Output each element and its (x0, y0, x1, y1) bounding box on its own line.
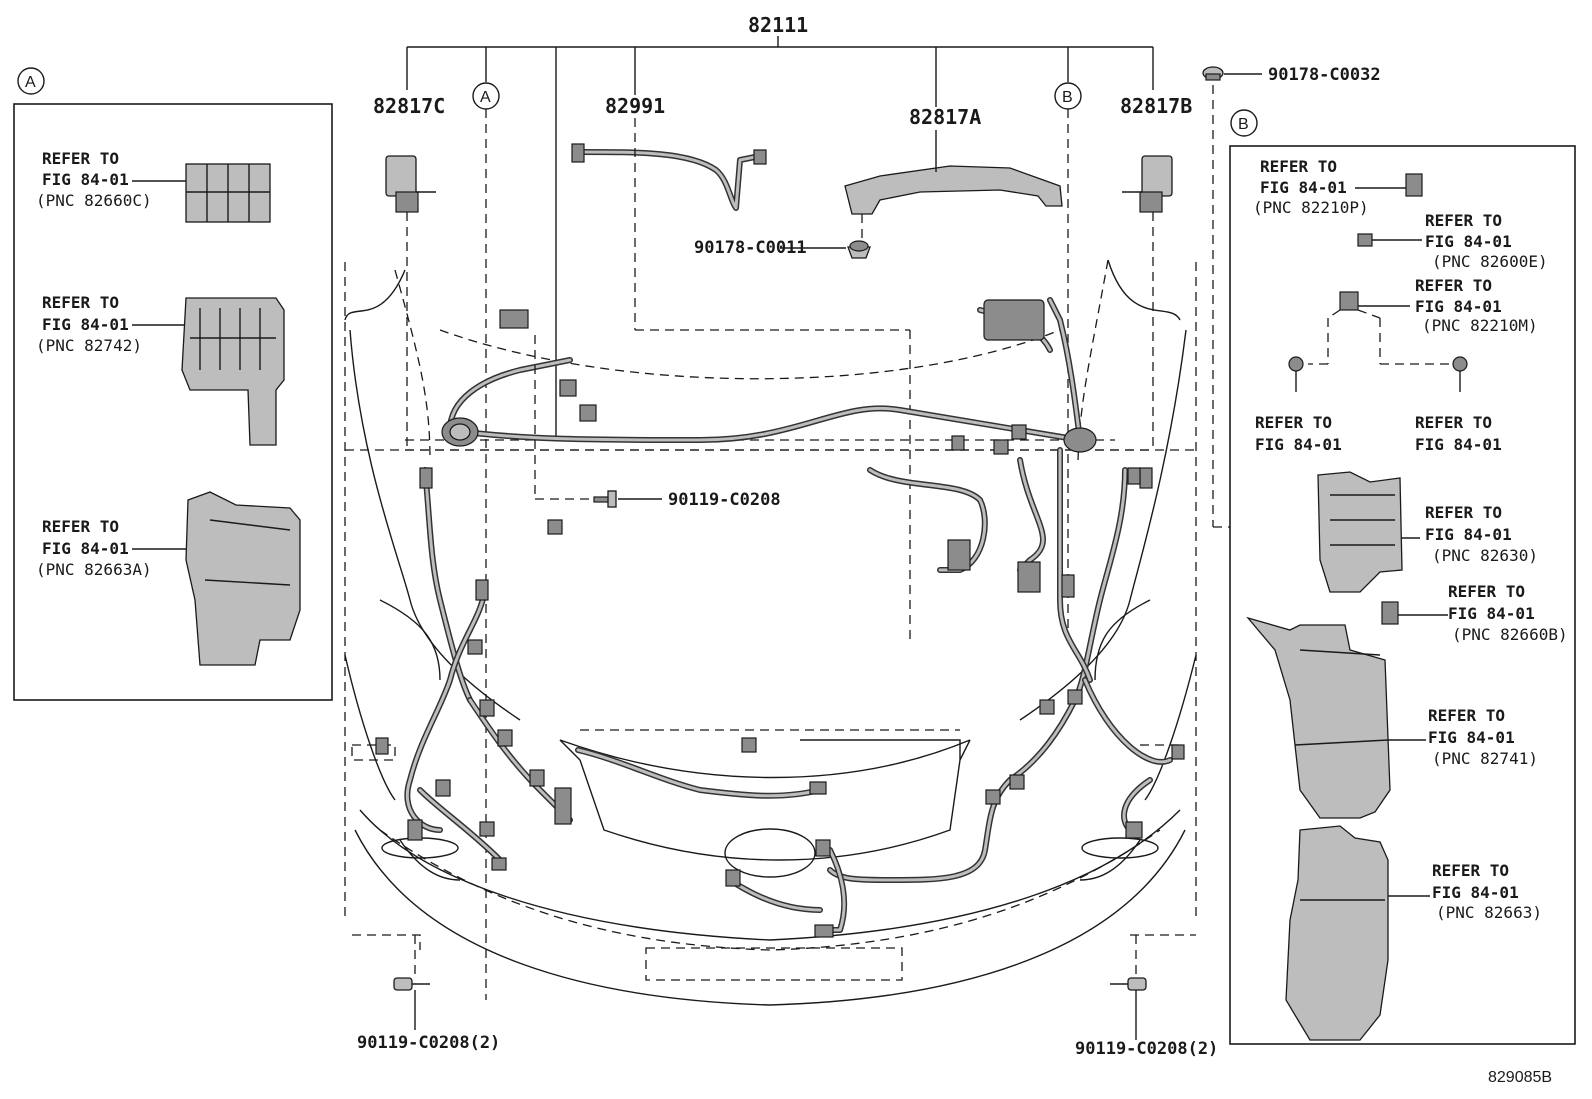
svg-text:(PNC 82210M): (PNC 82210M) (1422, 316, 1538, 335)
label-90119-c0208-left: 90119-C0208(2) (357, 1033, 500, 1053)
svg-text:(PNC 82660C): (PNC 82660C) (36, 191, 152, 210)
svg-text:FIG 84-01: FIG 84-01 (1415, 297, 1502, 316)
panel-b-item-7: REFER TO FIG 84-01 (PNC 82660B) (1381, 582, 1568, 644)
svg-text:(PNC 82741): (PNC 82741) (1432, 749, 1538, 768)
main-part-bracket: 82111 (406, 13, 1154, 440)
svg-text:FIG 84-01: FIG 84-01 (1448, 604, 1535, 623)
label-82817c: 82817C (373, 94, 445, 118)
svg-text:REFER TO: REFER TO (42, 293, 119, 312)
svg-text:(PNC 82210P): (PNC 82210P) (1253, 198, 1369, 217)
main-part-number: 82111 (748, 13, 808, 37)
connector-82817c (385, 155, 436, 450)
bolt-90119-c0208-left: 90119-C0208(2) (357, 935, 500, 1053)
label-90119-c0208: 90119-C0208 (668, 490, 781, 510)
svg-text:REFER TO: REFER TO (1415, 276, 1492, 295)
svg-text:REFER TO: REFER TO (1415, 413, 1492, 432)
svg-text:FIG 84-01: FIG 84-01 (42, 315, 129, 334)
svg-text:REFER TO: REFER TO (1432, 861, 1509, 880)
svg-text:(PNC 82663): (PNC 82663) (1436, 903, 1542, 922)
clip-90178-c0011: 90178-C0011 (694, 238, 871, 259)
bracket-82817a (844, 130, 1063, 240)
panel-b-marker: B (1238, 116, 1249, 133)
svg-text:FIG 84-01: FIG 84-01 (1425, 525, 1512, 544)
panel-b-item-9: REFER TO FIG 84-01 (PNC 82663) (1285, 825, 1542, 1041)
svg-text:REFER TO: REFER TO (1425, 503, 1502, 522)
panel-b-item-4: REFER TO FIG 84-01 (1255, 356, 1342, 454)
svg-text:FIG 84-01: FIG 84-01 (1425, 232, 1512, 251)
svg-text:REFER TO: REFER TO (1260, 157, 1337, 176)
svg-text:(PNC 82742): (PNC 82742) (36, 336, 142, 355)
harness-82111 (375, 297, 1185, 938)
svg-text:FIG 84-01: FIG 84-01 (1260, 178, 1347, 197)
svg-text:B: B (1062, 89, 1073, 106)
svg-text:FIG 84-01: FIG 84-01 (42, 539, 129, 558)
svg-text:REFER TO: REFER TO (42, 517, 119, 536)
svg-text:(PNC 82600E): (PNC 82600E) (1432, 252, 1548, 271)
figure-id: 829085B (1488, 1069, 1552, 1086)
panel-b-item-5: REFER TO FIG 84-01 (1415, 356, 1502, 454)
svg-text:REFER TO: REFER TO (1425, 211, 1502, 230)
panel-a-marker: A (25, 74, 36, 91)
svg-text:REFER TO: REFER TO (42, 149, 119, 168)
bolt-90119-c0208: 90119-C0208 (534, 335, 781, 510)
svg-text:FIG 84-01: FIG 84-01 (42, 170, 129, 189)
label-82817a: 82817A (909, 105, 981, 129)
label-90178-c0032: 90178-C0032 (1268, 65, 1381, 85)
bolt-90119-c0208-right: 90119-C0208(2) (1075, 935, 1218, 1059)
panel-b: B REFER TO FIG 84-01 (PNC 82210P) REFER … (1229, 109, 1576, 1045)
svg-text:FIG 84-01: FIG 84-01 (1432, 883, 1519, 902)
svg-text:(PNC 82660B): (PNC 82660B) (1452, 625, 1568, 644)
panel-a-item-1: REFER TO FIG 84-01 (PNC 82660C) (36, 149, 271, 223)
svg-text:(PNC 82663A): (PNC 82663A) (36, 560, 152, 579)
panel-b-item-1: REFER TO FIG 84-01 (PNC 82210P) (1253, 157, 1423, 217)
svg-text:REFER TO: REFER TO (1428, 706, 1505, 725)
clip-90178-c0032: 90178-C0032 (1202, 65, 1381, 528)
svg-text:REFER TO: REFER TO (1255, 413, 1332, 432)
svg-text:FIG 84-01: FIG 84-01 (1255, 435, 1342, 454)
harness-82991 (571, 118, 911, 640)
connector-82817b (1122, 155, 1173, 450)
label-90119-c0208-right: 90119-C0208(2) (1075, 1039, 1218, 1059)
marker-b-top: B (1054, 82, 1082, 640)
svg-text:REFER TO: REFER TO (1448, 582, 1525, 601)
label-82991: 82991 (605, 94, 665, 118)
svg-text:A: A (480, 89, 491, 106)
svg-text:(PNC 82630): (PNC 82630) (1432, 546, 1538, 565)
svg-text:FIG 84-01: FIG 84-01 (1428, 728, 1515, 747)
panel-b-item-8: REFER TO FIG 84-01 (PNC 82741) (1246, 616, 1538, 819)
marker-a-top: A (472, 82, 500, 1000)
panel-a-item-2: REFER TO FIG 84-01 (PNC 82742) (36, 293, 285, 446)
svg-text:FIG 84-01: FIG 84-01 (1415, 435, 1502, 454)
panel-b-item-6: REFER TO FIG 84-01 (PNC 82630) (1317, 471, 1538, 593)
label-82817b: 82817B (1120, 94, 1192, 118)
label-90178-c0011: 90178-C0011 (694, 238, 807, 258)
panel-b-item-3: REFER TO FIG 84-01 (PNC 82210M) (1308, 276, 1538, 365)
panel-a: A REFER TO FIG 84-01 (PNC 82660C) REFER … (13, 67, 333, 701)
panel-a-item-3: REFER TO FIG 84-01 (PNC 82663A) (36, 491, 301, 666)
panel-b-item-2: REFER TO FIG 84-01 (PNC 82600E) (1357, 211, 1548, 271)
